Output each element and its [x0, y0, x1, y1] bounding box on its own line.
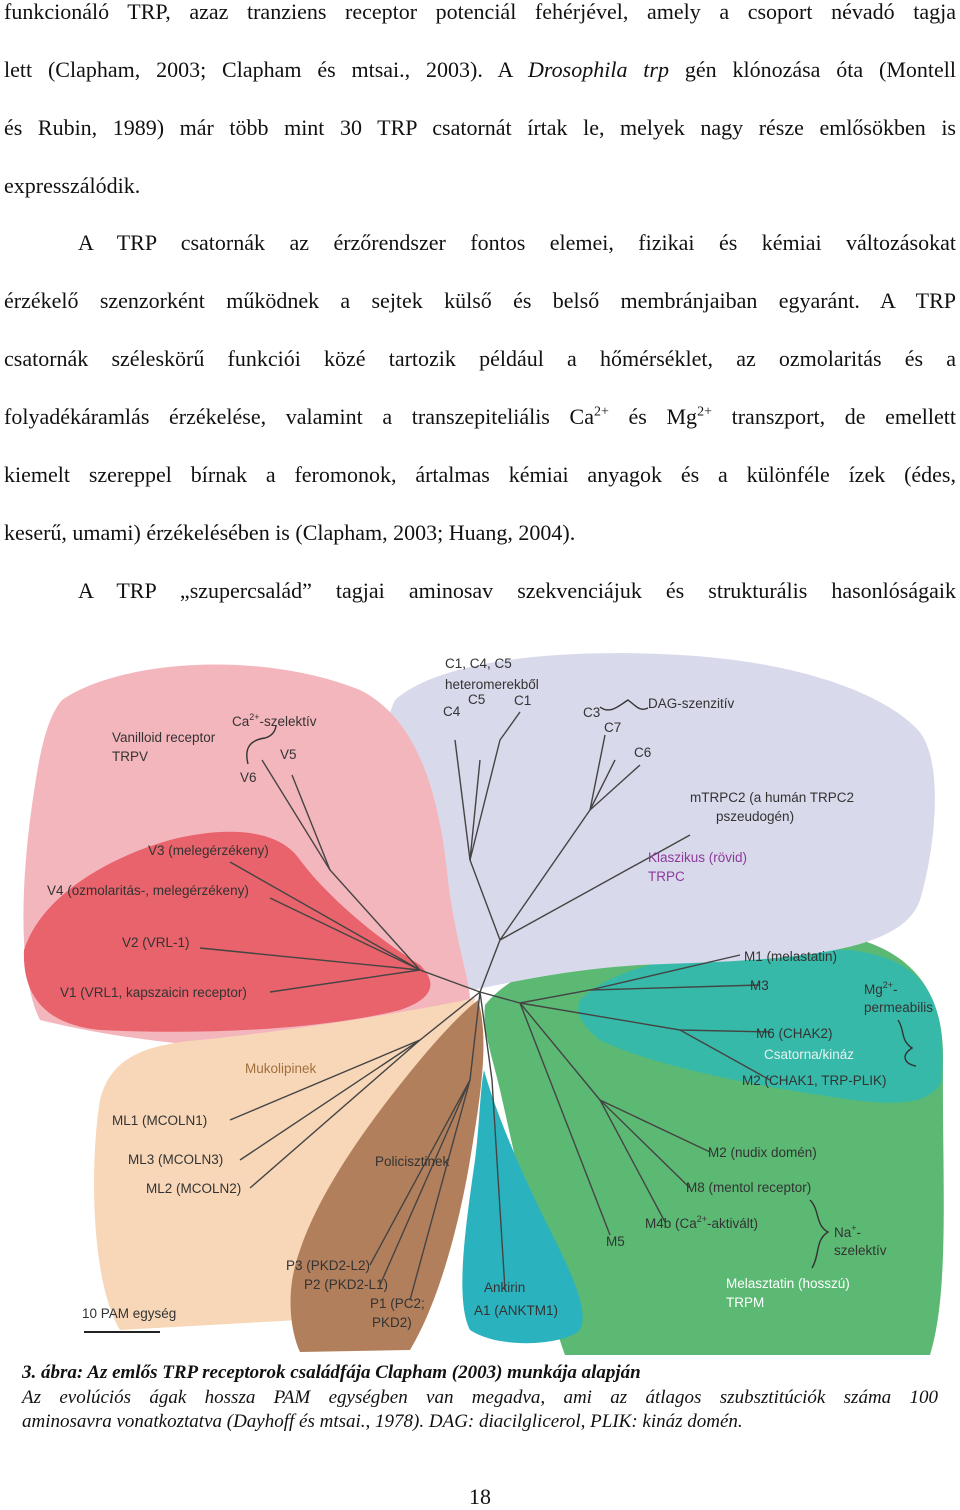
label-m2-nudix: M2 (nudix domén) [708, 1145, 817, 1160]
text-line: A TRP „szupercsalád” tagjai aminosav sze… [78, 578, 956, 603]
label-channel-kinase: Csatorna/kináz [764, 1047, 854, 1062]
label-ml2: ML2 (MCOLN2) [146, 1181, 241, 1196]
mucolipin-region [94, 998, 476, 1330]
label-ca-selective: Ca2+-szelektív [232, 712, 317, 729]
label-ankyrin-family: Ankirin [484, 1280, 525, 1295]
label-dag-sensitive: DAG-szenzitív [648, 696, 735, 711]
label-c7: C7 [604, 720, 621, 735]
label-mtrpc2-line2: pszeudogén) [716, 809, 794, 824]
tree-branches [199, 711, 771, 1301]
label-ml1: ML1 (MCOLN1) [112, 1113, 207, 1128]
text-line: keserű, umami) érzékelésében is (Clapham… [4, 520, 576, 545]
label-c6: C6 [634, 745, 651, 760]
paragraph-3: A TRP „szupercsalád” tagjai aminosav sze… [4, 562, 956, 620]
label-m2-chak: M2 (CHAK1, TRP-PLIK) [742, 1073, 887, 1088]
page-number: 18 [469, 1484, 491, 1509]
label-v5: V5 [280, 747, 297, 762]
label-trpm-family-2: TRPM [726, 1295, 764, 1310]
label-m3: M3 [750, 978, 769, 993]
label-m8: M8 (mentol receptor) [686, 1180, 811, 1195]
label-m4b: M4b (Ca2+-aktivált) [645, 1214, 758, 1231]
scale-label: 10 PAM egység [82, 1306, 176, 1321]
label-p3: P3 (PKD2-L2) [286, 1258, 370, 1273]
text-line: A TRP csatornák az érzőrendszer fontos e… [78, 230, 956, 255]
label-mg-permeable-1: Mg2+- [864, 980, 898, 997]
label-m6: M6 (CHAK2) [756, 1026, 833, 1041]
text-line: expresszálódik. [4, 173, 141, 198]
label-c5: C5 [468, 692, 485, 707]
label-m5: M5 [606, 1234, 625, 1249]
label-na-selective-2: szelektív [834, 1243, 887, 1258]
label-c3: C3 [583, 705, 600, 720]
label-na-selective-1: Na+- [834, 1223, 861, 1240]
ankyrin-region [462, 1070, 583, 1344]
brace-markers [246, 699, 917, 1269]
label-mtrpc2-line1: mTRPC2 (a humán TRPC2 [690, 790, 854, 805]
label-a1: A1 (ANKTM1) [474, 1303, 558, 1318]
label-polycystin-family: Policisztinek [375, 1154, 450, 1169]
text-line: folyadékáramlás érzékelése, valamint a t… [4, 404, 957, 429]
label-mucolipin-family: Mukolipinek [245, 1061, 317, 1076]
label-m1: M1 (melastatin) [744, 949, 837, 964]
figure-caption-body: Az evolúciós ágak hossza PAM egységben v… [22, 1386, 938, 1434]
label-mg-permeable-2: permeabilis [864, 1000, 933, 1015]
trpv-dark-region [23, 831, 431, 1032]
label-p1-line2: PKD2) [372, 1315, 412, 1330]
label-ml3: ML3 (MCOLN3) [128, 1152, 223, 1167]
label-trpc-family-1: Klaszikus (rövid) [648, 850, 747, 865]
caption-line: Az evolúciós ágak hossza PAM egységben v… [22, 1387, 938, 1408]
label-v2: V2 (VRL-1) [122, 935, 190, 950]
label-v1: V1 (VRL1, kapszaicin receptor) [60, 985, 247, 1000]
text-line: csatornák széleskörű funkciói közé tarto… [4, 346, 956, 371]
figure-caption-title: 3. ábra: Az emlős TRP receptorok családf… [22, 1362, 641, 1383]
label-trpv-family-1: Vanilloid receptor [112, 730, 216, 745]
label-trpc-family-2: TRPC [648, 869, 685, 884]
label-v3: V3 (melegérzékeny) [148, 843, 269, 858]
text-line: lett (Clapham, 2003; Clapham és mtsai., … [4, 57, 957, 82]
text-line: érzékelő szenzorként működnek a sejtek k… [4, 288, 956, 313]
label-c4: C4 [443, 704, 461, 719]
text-line: kiemelt szereppel bírnak a feromonok, ár… [4, 462, 956, 487]
paragraph-1: funkcionáló TRP, azaz tranziens receptor… [4, 0, 956, 215]
caption-line: aminosavra vonatkoztatva (Dayhoff és mts… [22, 1411, 743, 1432]
polycystin-region [290, 1000, 484, 1352]
text-line: és Rubin, 1989) már több mint 30 TRP csa… [4, 115, 956, 140]
label-v6: V6 [240, 770, 257, 785]
label-p2: P2 (PKD2-L1) [304, 1277, 388, 1292]
paragraph-2: A TRP csatornák az érzőrendszer fontos e… [4, 214, 956, 562]
label-c1-c4-c5: C1, C4, C5 [445, 656, 512, 671]
trp-family-tree-figure: C1, C4, C5 heteromerekből C5 C1 C4 C3 C7… [23, 653, 944, 1355]
label-v4: V4 (ozmolaritás-, melegérzékeny) [47, 883, 249, 898]
text-line: funkcionáló TRP, azaz tranziens receptor… [4, 0, 956, 24]
label-trpv-family-2: TRPV [112, 749, 148, 764]
label-c1: C1 [514, 693, 531, 708]
label-trpm-family-1: Melasztatin (hosszú) [726, 1276, 850, 1291]
label-p1-line1: P1 (PC2; [370, 1296, 425, 1311]
label-heteromers: heteromerekből [445, 677, 539, 692]
